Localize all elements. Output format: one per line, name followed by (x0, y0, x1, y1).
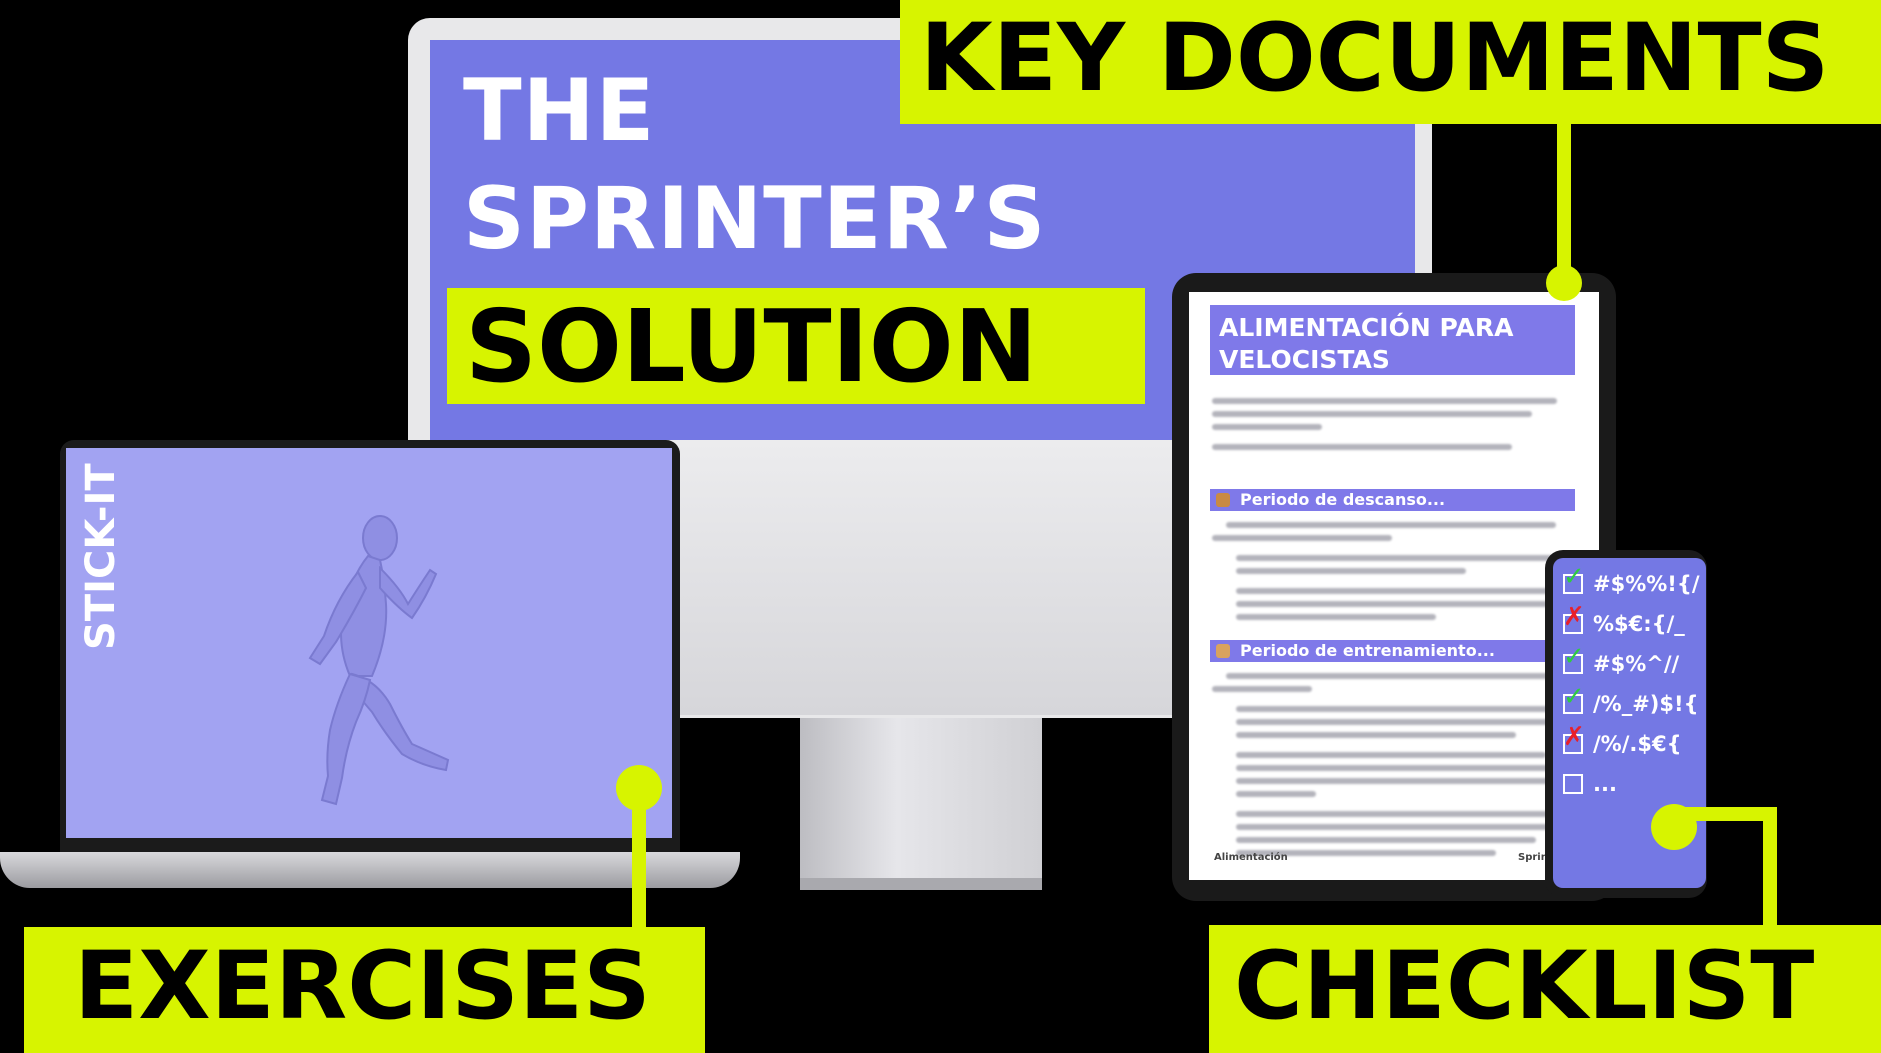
cross-icon: ✗ (1563, 602, 1585, 632)
doc-section-training: Periodo de entrenamiento... (1210, 640, 1575, 662)
doc-rest-paragraph (1212, 522, 1592, 627)
checklist-label-box (1209, 925, 1881, 1053)
monitor-stand (800, 718, 1042, 888)
burger-icon (1216, 493, 1230, 507)
section-rest-title: Periodo de descanso... (1240, 490, 1446, 509)
stick-it-label: STICK-IT (78, 463, 124, 650)
key-documents-dot (1546, 265, 1582, 301)
checklist-item-text: #$%^// (1593, 652, 1680, 676)
key-documents-label-box (900, 0, 1881, 124)
checklist-item-text: /%_#)$!{ (1593, 692, 1699, 716)
doc-section-rest: Periodo de descanso... (1210, 489, 1575, 511)
check-icon: ✓ (1563, 562, 1585, 592)
checklist-item-text: ... (1593, 772, 1617, 796)
monitor-foot (800, 878, 1042, 890)
doc-training-paragraph (1212, 673, 1592, 863)
checklist-item-text: #$%%!{/ (1593, 572, 1700, 596)
check-icon: ✓ (1563, 682, 1585, 712)
title-highlight: SOLUTION (465, 288, 1038, 405)
title-line-1: THE (463, 61, 656, 161)
checkbox[interactable] (1563, 774, 1583, 794)
exercises-connector (632, 790, 646, 930)
doc-footer-left: Alimentación (1214, 852, 1288, 863)
box-icon (1216, 644, 1230, 658)
laptop-base (0, 852, 740, 888)
running-figure-icon (308, 515, 450, 806)
checklist-item-text: /%/.$€{ (1593, 732, 1682, 756)
doc-title: ALIMENTACIÓN PARA VELOCISTAS (1219, 313, 1514, 374)
checkbox[interactable]: ✓ (1563, 684, 1585, 714)
exercises-label-box (24, 927, 705, 1053)
checklist-item: ✗ /%/.$€{ (1563, 724, 1703, 758)
checkbox[interactable]: ✓ (1563, 644, 1585, 674)
exercises-label: EXERCISES (74, 932, 651, 1041)
doc-footer-right: Sprin (1518, 852, 1548, 863)
solution-highlight (447, 288, 1145, 404)
checklist-item: ✗ %$€:{/_ (1563, 604, 1703, 638)
doc-intro-paragraph (1212, 398, 1572, 450)
title-line-2: SPRINTER’S (463, 169, 1047, 269)
key-documents-label: KEY DOCUMENTS (920, 4, 1830, 113)
checkbox[interactable]: ✗ (1563, 724, 1585, 754)
checklist-connector-v (1763, 807, 1777, 927)
checklist-item-text: %$€:{/_ (1593, 612, 1685, 636)
key-documents-connector (1557, 120, 1571, 280)
checkbox[interactable]: ✓ (1563, 564, 1585, 594)
cross-icon: ✗ (1563, 722, 1585, 752)
checklist-connector-h (1672, 807, 1777, 821)
check-icon: ✓ (1563, 642, 1585, 672)
checklist-label: CHECKLIST (1234, 932, 1815, 1041)
doc-title-banner (1210, 305, 1575, 375)
checkbox[interactable]: ✗ (1563, 604, 1585, 634)
checklist-item: ... (1563, 770, 1703, 798)
section-training-title: Periodo de entrenamiento... (1240, 641, 1495, 660)
checklist-item: ✓ #$%^// (1563, 644, 1703, 678)
checklist-item: ✓ #$%%!{/ (1563, 564, 1703, 598)
checklist-item: ✓ /%_#)$!{ (1563, 684, 1703, 718)
